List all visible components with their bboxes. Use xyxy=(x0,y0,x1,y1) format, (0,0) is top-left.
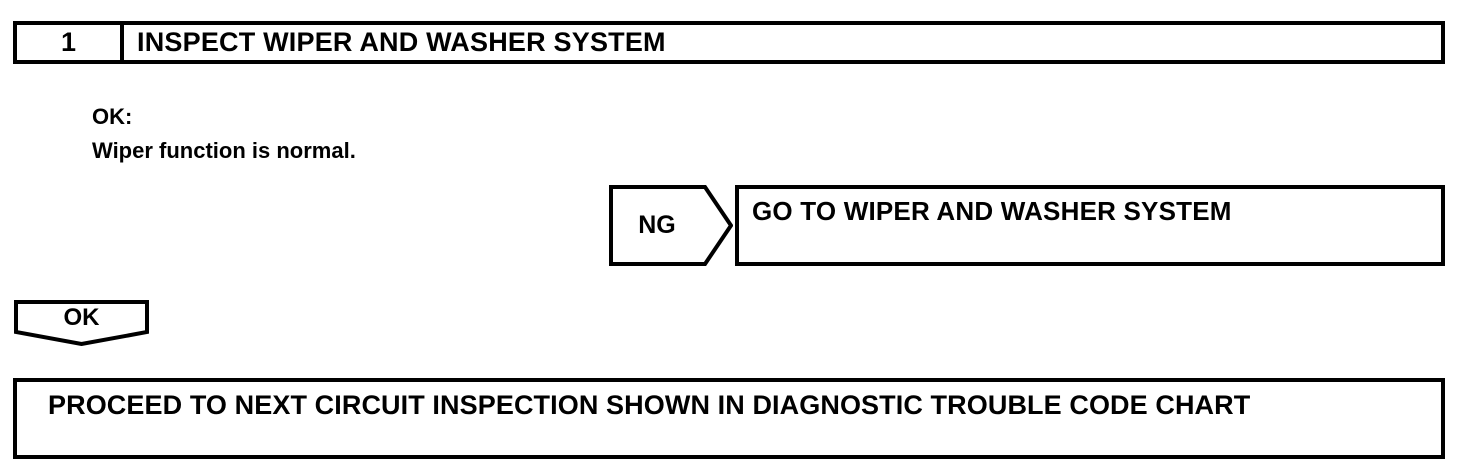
ng-result-label: NG xyxy=(638,211,676,239)
ok-result-label: OK xyxy=(63,304,100,331)
ng-arrow-shape xyxy=(609,185,733,266)
ok-action-text: PROCEED TO NEXT CIRCUIT INSPECTION SHOWN… xyxy=(48,390,1251,420)
criteria-block: OK: Wiper function is normal. xyxy=(92,100,612,168)
step-title: INSPECT WIPER AND WASHER SYSTEM xyxy=(137,27,666,57)
step-title-cell: INSPECT WIPER AND WASHER SYSTEM xyxy=(124,25,1441,60)
ok-result-arrow: OK xyxy=(14,300,149,346)
step-header-row: 1 INSPECT WIPER AND WASHER SYSTEM xyxy=(13,21,1445,64)
criteria-value: Wiper function is normal. xyxy=(92,138,356,163)
step-number-cell: 1 xyxy=(17,25,124,60)
ok-arrow-shape xyxy=(14,300,149,346)
ng-action-box: GO TO WIPER AND WASHER SYSTEM xyxy=(735,185,1445,266)
step-number: 1 xyxy=(60,27,77,57)
ng-result-arrow: NG xyxy=(609,185,733,266)
criteria-label: OK: xyxy=(92,104,133,129)
ok-action-box: PROCEED TO NEXT CIRCUIT INSPECTION SHOWN… xyxy=(13,378,1445,459)
ng-action-text: GO TO WIPER AND WASHER SYSTEM xyxy=(752,196,1232,226)
